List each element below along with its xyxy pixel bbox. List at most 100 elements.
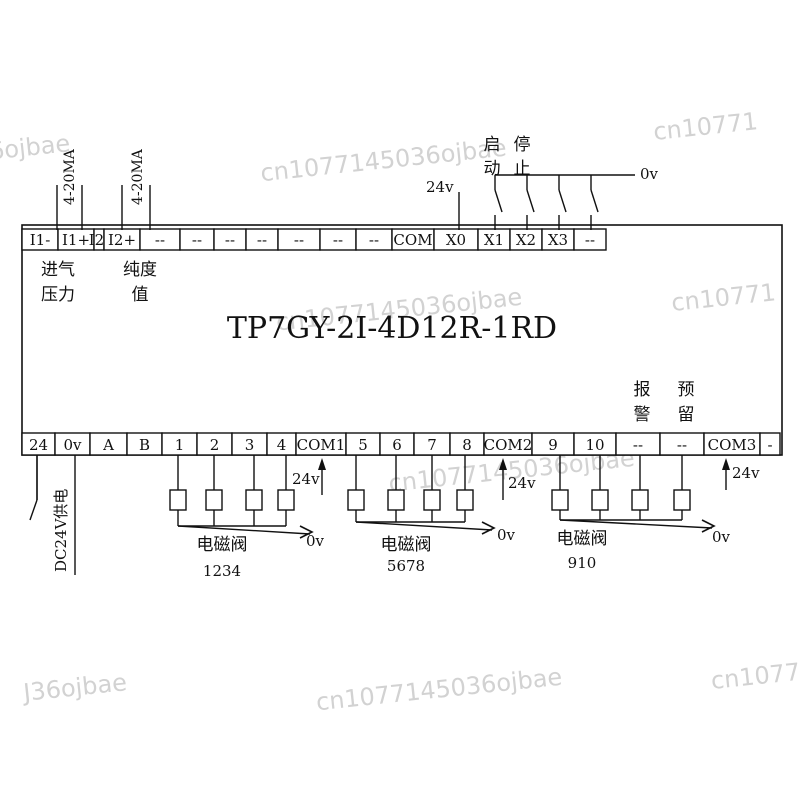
model-label: TP7GY-2I-4D12R-1RD: [227, 311, 557, 346]
top-terminal-nc8: --: [573, 228, 607, 251]
top-terminal-nc6: --: [319, 228, 357, 251]
top-terminal-nc2: --: [179, 228, 215, 251]
top-terminal-nc3: --: [213, 228, 247, 251]
top-terminal-x3: X3: [541, 228, 575, 251]
bottom-terminal-nc9: --: [615, 432, 661, 456]
terminal-label: --: [155, 231, 165, 249]
ground-rail: [177, 525, 311, 535]
terminal-label: -: [767, 436, 772, 454]
terminal-label: COM: [393, 231, 432, 249]
com-supply-arrow: [499, 458, 507, 470]
bottom-terminal-t7: 7: [413, 432, 451, 456]
group-1-supply-label: 24v: [292, 470, 320, 488]
top-terminal-i1m: I1-: [21, 228, 59, 251]
terminal-label: 10: [585, 436, 604, 454]
com-supply-arrow: [318, 458, 326, 470]
solenoid-coil: [169, 489, 187, 511]
terminal-label: --: [333, 231, 343, 249]
terminal-label: I1-: [30, 231, 51, 249]
ground-rail: [559, 519, 713, 529]
power-supply-label: DC24V供电: [52, 489, 70, 572]
terminal-label: COM3: [708, 436, 757, 454]
top-terminal-x1: X1: [477, 228, 511, 251]
solenoid-coil: [277, 489, 295, 511]
terminal-label: X0: [446, 231, 466, 249]
terminal-label: 1: [175, 436, 185, 454]
terminal-label: 0v: [63, 436, 82, 454]
ground-arrow: [299, 525, 314, 539]
solenoid-coil: [423, 489, 441, 511]
bottom-terminal-t6: 6: [379, 432, 415, 456]
bottom-terminal-t1: 1: [161, 432, 198, 456]
stop-label-line1: 停: [514, 135, 531, 155]
solenoid-group-2-name: 电磁阀: [381, 535, 432, 555]
bottom-terminal-t8: 8: [449, 432, 485, 456]
terminal-label: 4: [277, 436, 287, 454]
bottom-terminal-b: B: [126, 432, 163, 456]
solenoid-coil: [591, 489, 609, 511]
watermark-text: J36ojbae: [20, 668, 128, 707]
com-supply-arrow: [722, 458, 730, 470]
stop-label-line2: 止: [514, 159, 531, 179]
solenoid-coil: [673, 489, 691, 511]
bottom-terminal-t3: 3: [231, 432, 268, 456]
terminal-label: 2: [210, 436, 220, 454]
terminal-label: --: [677, 436, 687, 454]
top-terminal-nc4: --: [245, 228, 279, 251]
terminal-label: 8: [462, 436, 472, 454]
reserve-label-line1: 预: [678, 380, 695, 400]
terminal-label: I2+: [108, 231, 136, 249]
top-terminal-nc7: --: [355, 228, 393, 251]
solenoid-group-3-name: 电磁阀: [557, 529, 608, 549]
solenoid-group-1-name: 电磁阀: [197, 535, 248, 555]
solenoid-output-wiring: [169, 455, 730, 539]
inlet-pressure-label-line2: 压力: [41, 285, 75, 305]
ground-rail: [355, 521, 493, 531]
bottom-terminal-t10: 10: [573, 432, 617, 456]
analog-signal-label-2: 4-20MA: [130, 148, 146, 205]
purity-label-line1: 纯度: [123, 260, 157, 280]
terminal-label: --: [369, 231, 379, 249]
bottom-terminal-com2: COM2: [483, 432, 533, 456]
start-label-line1: 启: [484, 135, 501, 155]
ground-arrow: [481, 521, 496, 535]
alarm-label-line1: 报: [634, 380, 651, 400]
analog-input-wiring: [56, 185, 151, 230]
top-terminal-nc5: --: [277, 228, 321, 251]
alarm-label-line2: 警: [634, 405, 651, 425]
top-terminal-x0: X0: [433, 228, 479, 251]
group-2-supply-label: 24v: [508, 474, 536, 492]
bottom-terminal-24: 24: [21, 432, 56, 456]
terminal-label: --: [294, 231, 304, 249]
group-2-ground-label: 0v: [497, 526, 516, 544]
group-1-ground-label: 0v: [306, 532, 325, 550]
solenoid-coil: [631, 489, 649, 511]
terminal-label: COM1: [297, 436, 346, 454]
bottom-terminal-com1: COM1: [295, 432, 347, 456]
solenoid-group-3-numbers: 910: [568, 554, 597, 572]
top-terminal-i2p: I2+: [103, 228, 141, 251]
input-supply-label: 24v: [426, 178, 454, 196]
reserve-label-line2: 留: [678, 405, 695, 425]
watermark-text: cn10771: [670, 278, 777, 317]
bottom-terminal-nc11: -: [759, 432, 781, 456]
solenoid-group-1-numbers: 1234: [203, 562, 241, 580]
terminal-label: X2: [516, 231, 536, 249]
purity-label-line2: 值: [132, 285, 149, 305]
solenoid-coil: [387, 489, 405, 511]
terminal-label: A: [102, 436, 114, 454]
top-terminal-com: COM: [391, 228, 435, 251]
terminal-label: 6: [392, 436, 402, 454]
terminal-label: --: [633, 436, 643, 454]
analog-signal-label-1: 4-20MA: [62, 148, 78, 205]
solenoid-coil: [551, 489, 569, 511]
terminal-label: --: [585, 231, 595, 249]
bottom-terminal-t4: 4: [266, 432, 297, 456]
bottom-terminal-t5: 5: [345, 432, 381, 456]
watermark-text: cn1077145036ojbae: [315, 663, 564, 717]
watermark-text: J36ojbae: [0, 129, 71, 168]
terminal-label: 24: [29, 436, 48, 454]
